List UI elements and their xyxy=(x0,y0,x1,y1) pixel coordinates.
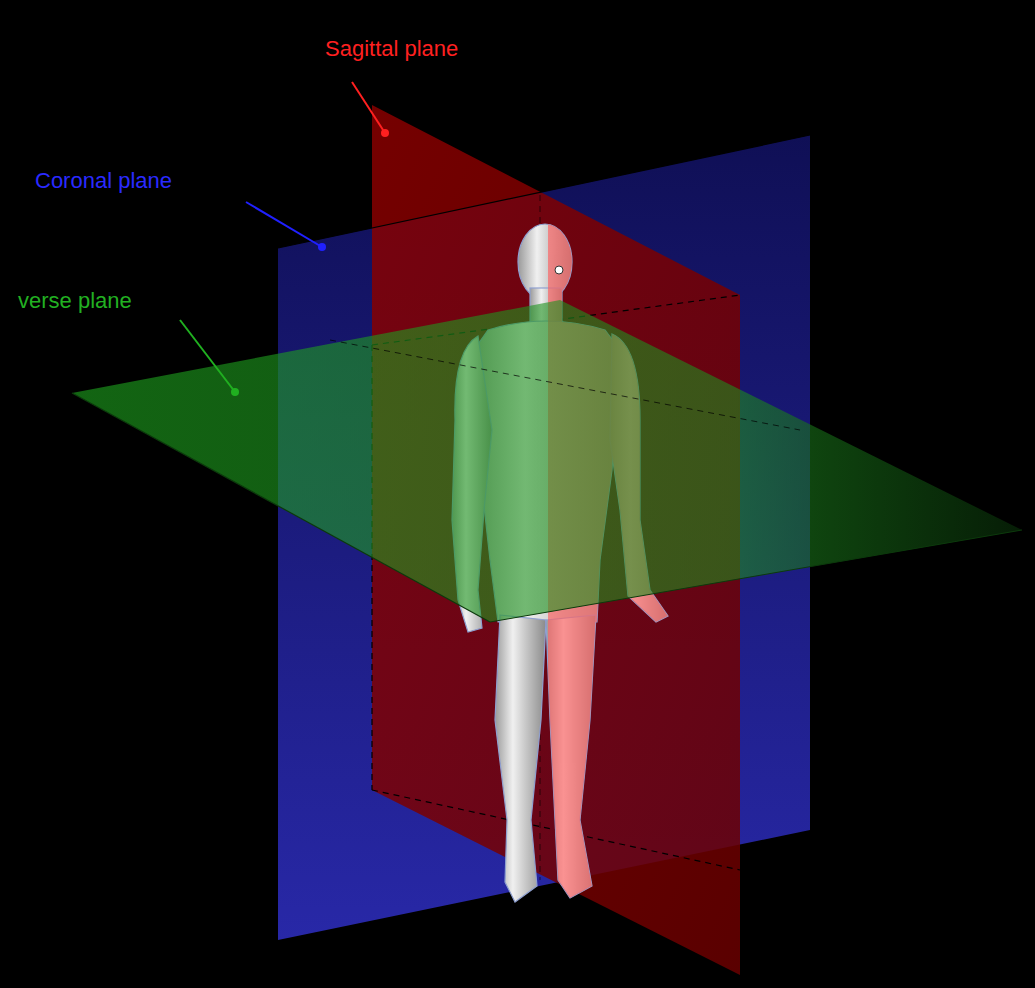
plane-label: Sagittal plane xyxy=(325,36,458,62)
plane-label: verse plane xyxy=(18,288,132,314)
plane-label: Coronal plane xyxy=(35,168,172,194)
